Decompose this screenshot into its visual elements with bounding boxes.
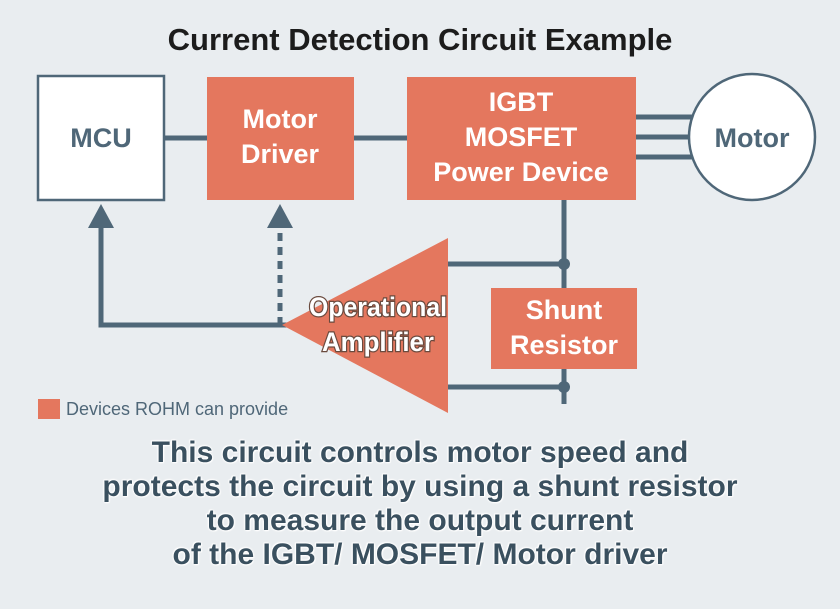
motor-driver-block — [207, 77, 354, 200]
power-device-label-line3: Power Device — [433, 157, 609, 187]
caption: This circuit controls motor speed and pr… — [0, 436, 840, 572]
wires — [98, 114, 698, 404]
junction-dot — [558, 258, 570, 270]
power-device-label-line1: IGBT — [489, 87, 554, 117]
opamp-label-line2: Amplifier — [322, 327, 434, 357]
mcu-label: MCU — [70, 123, 132, 153]
shunt-label-line1: Shunt — [526, 295, 602, 325]
arrow-up-icon — [88, 204, 114, 228]
shunt-resistor-block — [491, 288, 637, 369]
motor-driver-label-line1: Motor — [243, 104, 318, 134]
diagram-title: Current Detection Circuit Example — [167, 22, 673, 57]
power-device-label-line2: MOSFET — [465, 122, 578, 152]
opamp-label-line1: Operational — [309, 292, 447, 322]
wire-opamp-to-mcu — [98, 225, 287, 328]
legend-swatch — [38, 399, 60, 419]
power-device-block — [407, 77, 636, 200]
caption-line: to measure the output current — [206, 504, 634, 537]
legend: Devices ROHM can provide — [38, 398, 288, 420]
arrow-up-icon — [267, 204, 293, 228]
legend-text: Devices ROHM can provide — [66, 398, 289, 419]
opamp-triangle — [282, 238, 448, 413]
motor-circle — [687, 72, 817, 202]
caption-line: This circuit controls motor speed and — [151, 436, 689, 469]
shunt-label-line2: Resistor — [510, 330, 619, 360]
motor-label: Motor — [715, 123, 790, 153]
mcu-block — [36, 74, 166, 202]
junction-dot — [558, 381, 570, 393]
motor-driver-label-line2: Driver — [241, 139, 320, 169]
caption-line: protects the circuit by using a shunt re… — [102, 470, 738, 503]
caption-line: of the IGBT/ MOSFET/ Motor driver — [172, 538, 668, 571]
